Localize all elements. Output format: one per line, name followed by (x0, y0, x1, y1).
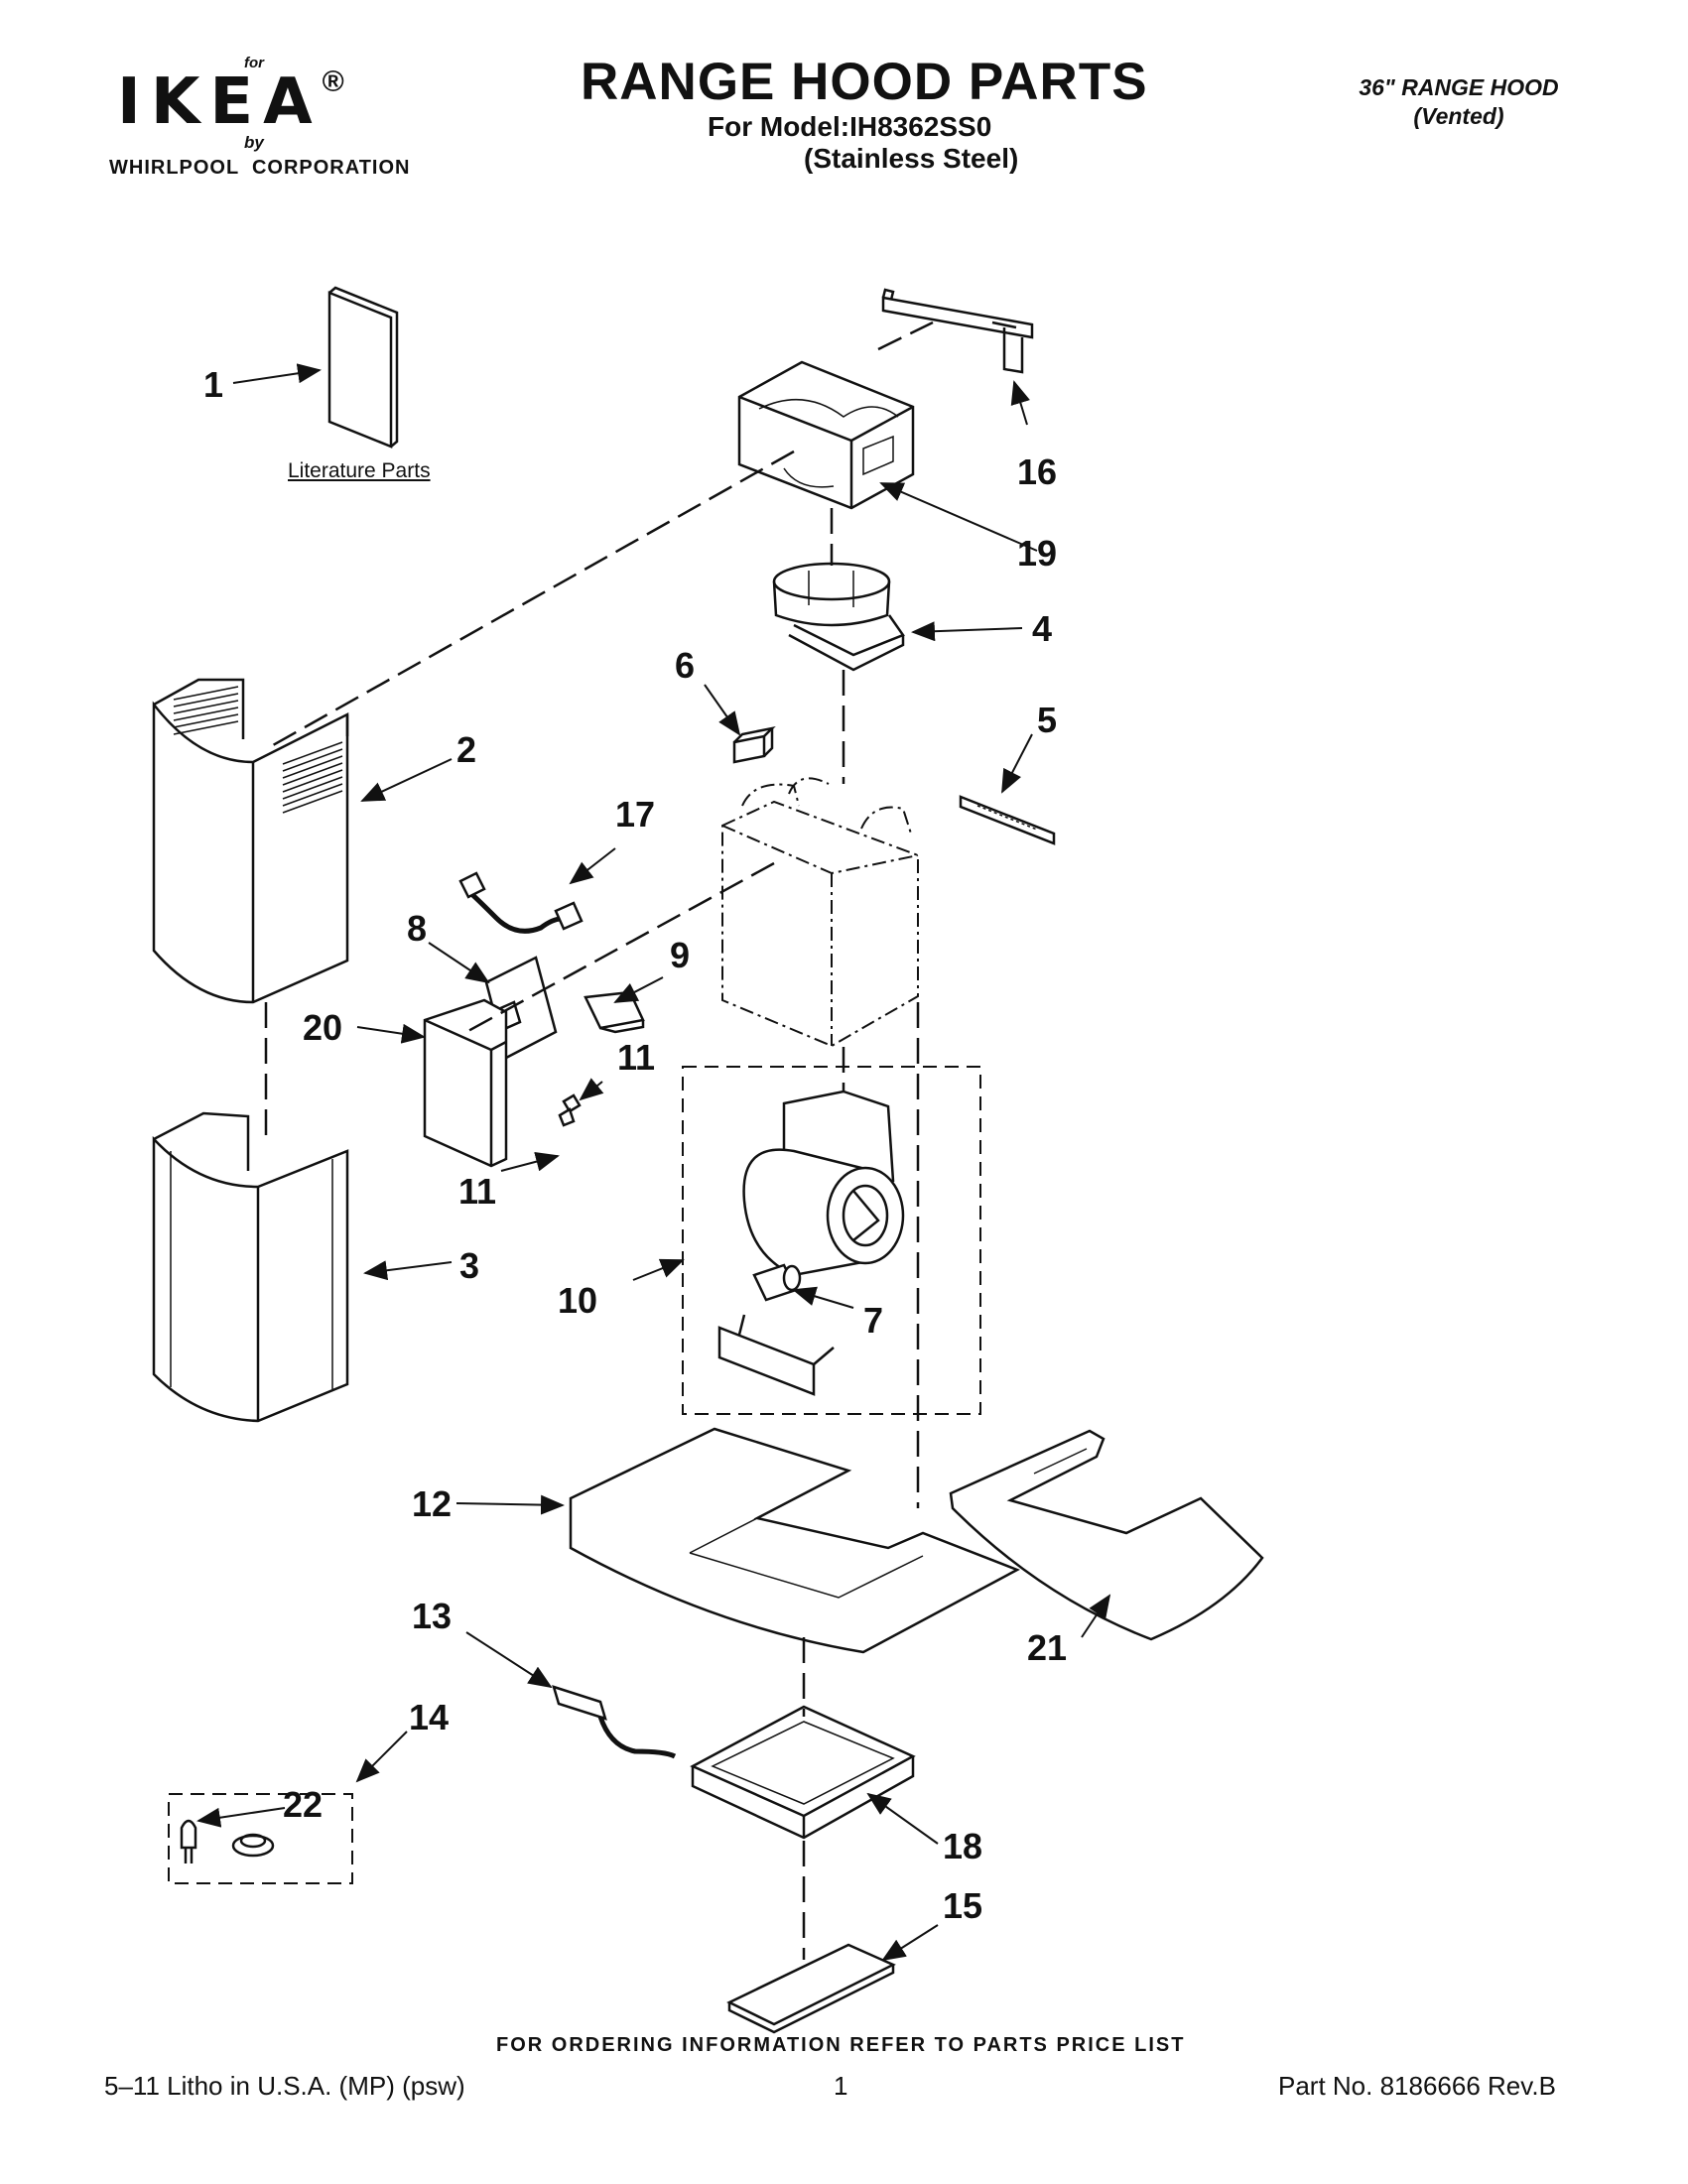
part-10-blower-group-box (682, 1066, 981, 1415)
callout-1: 1 (203, 364, 224, 405)
callout-18: 18 (943, 1826, 983, 1866)
product-type: (Vented) (1413, 103, 1504, 129)
page-title: RANGE HOOD PARTS (581, 53, 1148, 111)
part-17-wire-harness (458, 871, 584, 934)
part-6-switch (732, 725, 776, 764)
callout-5: 5 (1037, 700, 1058, 740)
part-18-light-frame (690, 1705, 916, 1840)
callout-8: 8 (407, 908, 428, 949)
callout-9: 9 (670, 935, 691, 975)
callout-22: 22 (283, 1784, 324, 1825)
callout-11-lower: 11 (458, 1171, 497, 1212)
callout-19: 19 (1017, 533, 1058, 574)
part-13-light-harness (552, 1685, 677, 1759)
ikea-logo-text: IKEA (117, 65, 323, 139)
callout-11-upper: 11 (617, 1037, 656, 1078)
callout-12: 12 (412, 1483, 453, 1524)
callout-15: 15 (943, 1885, 983, 1926)
part-3-lower-chimney (152, 1111, 349, 1423)
part-22-bulb (180, 1819, 197, 1863)
callout-13: 13 (412, 1596, 453, 1636)
part-11-clips (558, 1093, 582, 1127)
callout-6: 6 (675, 645, 696, 686)
callout-leaders (196, 363, 1111, 1962)
ikea-logo: IKEA® (117, 65, 344, 139)
part-16-bracket (881, 288, 1034, 374)
part-15-filter (726, 1943, 896, 2034)
part-14-light-kit-box (168, 1793, 353, 1884)
callout-2: 2 (456, 729, 477, 770)
callout-17: 17 (615, 794, 656, 835)
footer-litho: 5–11 Litho in U.S.A. (MP) (psw) (104, 2071, 465, 2101)
callout-4: 4 (1032, 608, 1053, 649)
footer-page-number: 1 (834, 2071, 848, 2101)
part-7-capacitor (752, 1263, 802, 1302)
light-lens (231, 1833, 275, 1858)
part-10-blower (742, 1090, 905, 1277)
callout-10: 10 (558, 1280, 598, 1321)
ordering-note: FOR ORDERING INFORMATION REFER TO PARTS … (496, 2034, 1186, 2056)
model-number: For Model:IH8362SS0 (708, 111, 992, 142)
part-20-control-housing (423, 998, 508, 1168)
callout-3: 3 (459, 1245, 480, 1286)
callout-20: 20 (303, 1007, 343, 1048)
part-21-canopy-cover (949, 1429, 1264, 1641)
part-12-canopy (569, 1427, 1020, 1654)
part-9-module (584, 990, 645, 1034)
product-name: 36" RANGE HOOD (1359, 74, 1559, 100)
part-2-upper-chimney (152, 678, 349, 1004)
registered-mark: ® (322, 65, 344, 98)
footer-part-number: Part No. 8186666 Rev.B (1278, 2071, 1556, 2101)
assembly-lines (264, 321, 934, 1960)
brand-for-text: for (244, 55, 264, 71)
callout-16: 16 (1017, 451, 1058, 492)
brand-by-text: by (244, 133, 264, 152)
hood-chassis-reference (721, 777, 919, 1048)
model-finish: (Stainless Steel) (804, 143, 1019, 174)
part-19-duct-box (737, 360, 915, 510)
part-5-bar (959, 795, 1056, 845)
callout-7: 7 (863, 1300, 884, 1341)
callout-14: 14 (409, 1697, 450, 1737)
callout-21: 21 (1027, 1627, 1068, 1668)
brand-corporation: WHIRLPOOL CORPORATION (109, 157, 411, 179)
part-4-duct-adapter (772, 562, 905, 672)
blower-mount-bracket (717, 1314, 835, 1396)
part-1-literature (327, 286, 399, 449)
literature-parts-label: Literature Parts (288, 459, 431, 482)
